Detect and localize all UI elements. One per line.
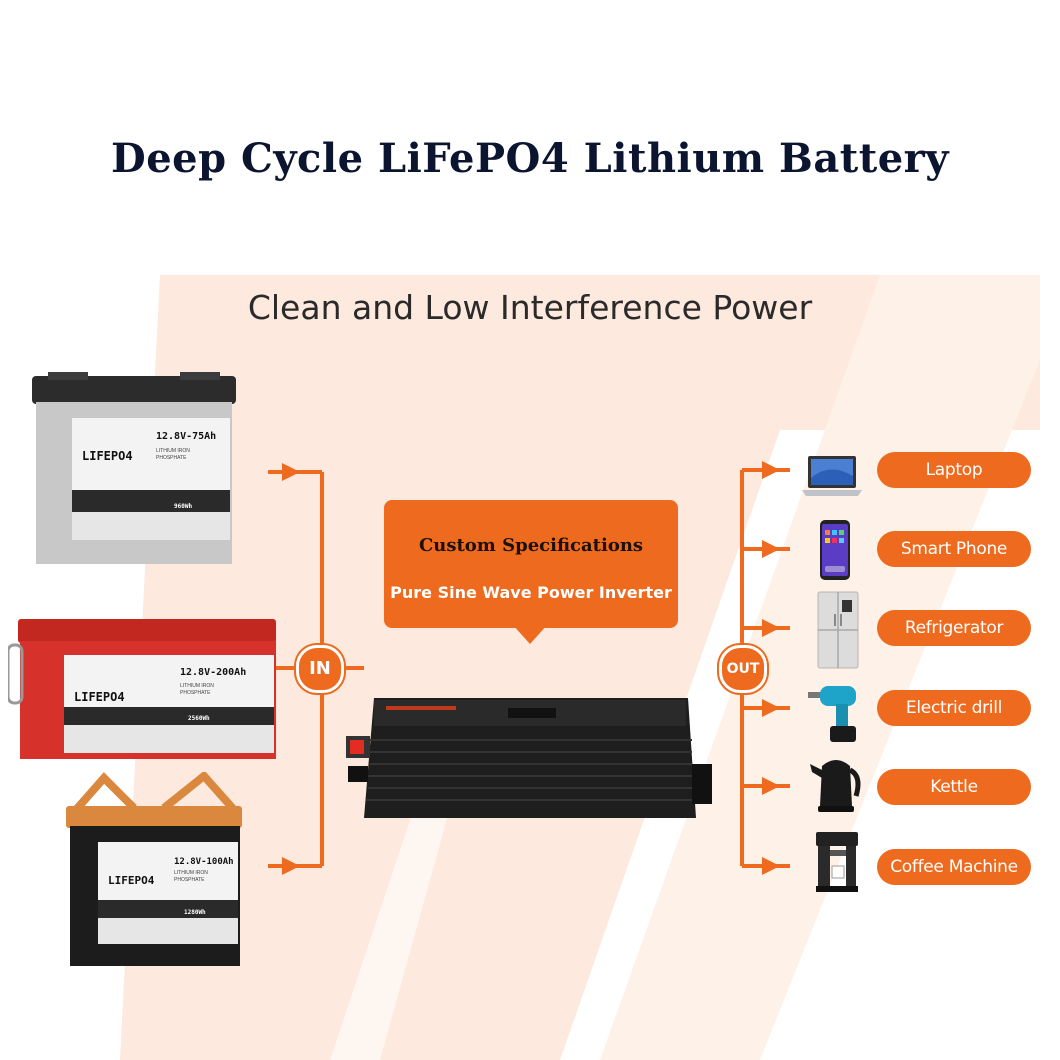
svg-text:PHOSPHATE: PHOSPHATE — [156, 455, 187, 461]
battery-energy-label: 960Wh — [174, 503, 192, 510]
battery-energy-label: 2560Wh — [188, 715, 210, 722]
appliance-label-refrigerator: Refrigerator — [877, 610, 1031, 646]
appliance-label-kettle: Kettle — [877, 769, 1031, 805]
battery-voltage-label: 12.8V-200Ah — [180, 667, 246, 678]
drill-icon — [808, 686, 856, 742]
battery-brand-label: LIFEPO4 — [74, 690, 125, 704]
in-badge: IN — [296, 645, 344, 693]
out-badge: OUT — [719, 645, 767, 693]
appliance-label-smart-phone: Smart Phone — [877, 531, 1031, 567]
svg-text:PHOSPHATE: PHOSPHATE — [180, 690, 211, 696]
callout-title: Custom Specifications — [418, 535, 644, 556]
battery-brand-label: LIFEPO4 — [108, 874, 155, 887]
page-subtitle: Clean and Low Interference Power — [247, 288, 813, 327]
coffee-machine-icon — [816, 832, 858, 892]
refrigerator-icon — [817, 591, 859, 669]
appliance-label-electric-drill: Electric drill — [877, 690, 1031, 726]
power-inverter-icon — [346, 698, 712, 818]
svg-text:LITHIUM IRON: LITHIUM IRON — [180, 683, 214, 689]
callout-subtitle: Pure Sine Wave Power Inverter — [390, 583, 672, 602]
battery-75ah-image: LIFEPO4 12.8V-75Ah LITHIUM IRON PHOSPHAT… — [32, 372, 236, 564]
battery-brand-label: LIFEPO4 — [82, 449, 133, 463]
svg-text:LITHIUM IRON: LITHIUM IRON — [174, 870, 208, 876]
smartphone-icon — [820, 520, 850, 580]
battery-100ah-image: LIFEPO4 12.8V-100Ah LITHIUM IRON PHOSPHA… — [66, 772, 242, 966]
svg-text:LITHIUM IRON: LITHIUM IRON — [156, 448, 190, 454]
laptop-icon — [802, 456, 862, 496]
appliance-label-coffee-machine: Coffee Machine — [877, 849, 1031, 885]
battery-voltage-label: 12.8V-100Ah — [174, 857, 234, 867]
callout-pointer — [512, 624, 548, 644]
battery-200ah-image: LIFEPO4 12.8V-200Ah LITHIUM IRON PHOSPHA… — [8, 619, 276, 759]
appliance-label-laptop: Laptop — [877, 452, 1031, 488]
specifications-callout — [384, 500, 678, 628]
battery-energy-label: 1280Wh — [184, 909, 206, 916]
kettle-icon — [810, 760, 861, 812]
battery-voltage-label: 12.8V-75Ah — [156, 431, 216, 442]
page-title: Deep Cycle LiFePO4 Lithium Battery — [111, 135, 949, 182]
output-arrowheads — [762, 461, 780, 875]
svg-text:PHOSPHATE: PHOSPHATE — [174, 877, 205, 883]
input-arrowheads — [282, 463, 300, 875]
